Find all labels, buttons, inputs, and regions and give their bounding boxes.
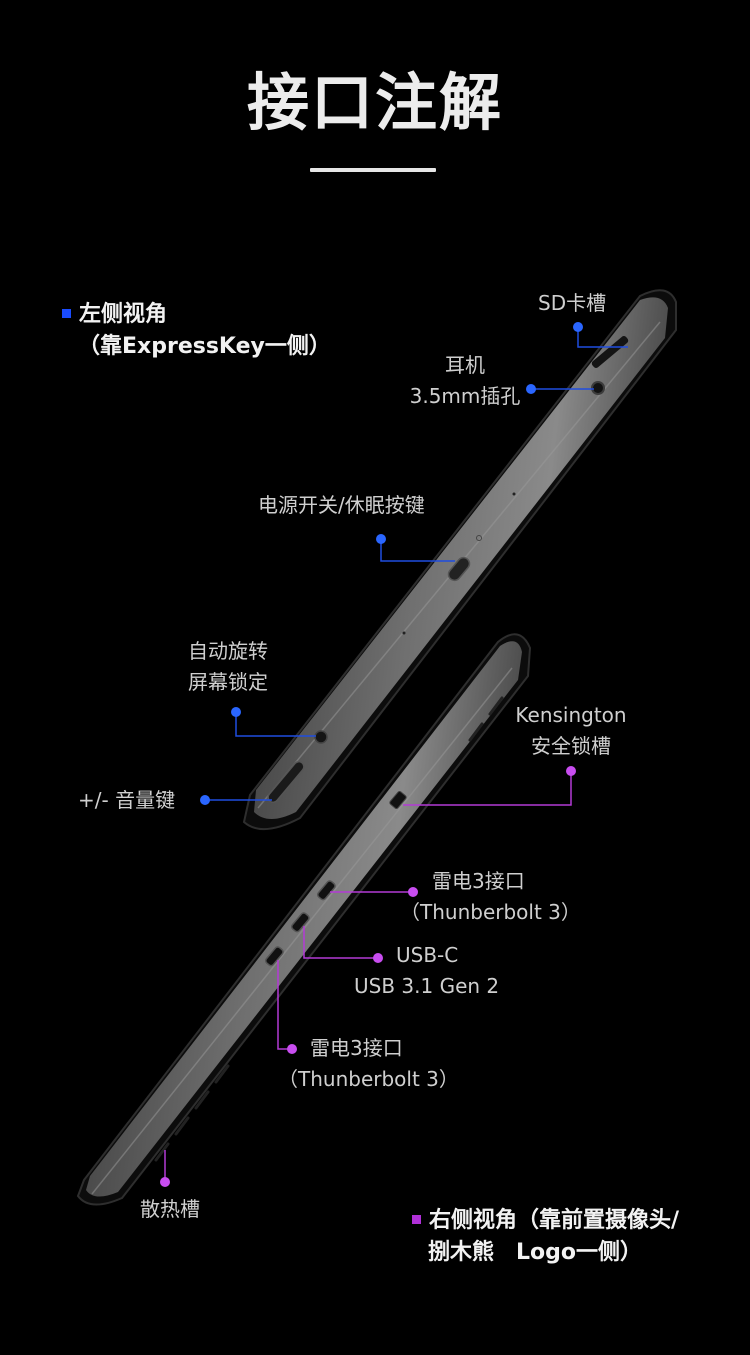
- purple-square-icon: [412, 1214, 421, 1224]
- title-divider: [310, 168, 436, 172]
- callout-vent: 散热槽: [140, 1197, 200, 1221]
- left-view-sublabel: （靠ExpressKey一侧）: [78, 334, 331, 359]
- left-view-label: 左侧视角 （靠ExpressKey一侧）: [62, 299, 331, 363]
- callout-sd-slot: SD卡槽: [538, 291, 607, 315]
- kensington-slot-hw: [389, 790, 407, 810]
- usb-c-port-hw: [290, 912, 310, 933]
- tablet-left-side-view: [242, 289, 677, 830]
- headphone-jack-port: [591, 381, 605, 395]
- tablet-right-side-view: [76, 633, 532, 1206]
- callout-rotation-lock: 自动旋转 屏幕锁定: [188, 639, 268, 694]
- volume-rocker-hw: [267, 760, 305, 804]
- callout-thunderbolt-bottom: 雷电3接口 （Thunberbolt 3）: [278, 1036, 459, 1091]
- rotation-lock-hw: [314, 730, 328, 744]
- sd-slot-port: [591, 336, 629, 368]
- callout-power-button: 电源开关/休眠按键: [258, 493, 425, 517]
- leader-kensington: [403, 771, 572, 806]
- callout-usb-c: USB-C USB 3.1 Gen 2: [354, 943, 500, 998]
- power-button-hw: [447, 556, 471, 582]
- leader-power: [380, 539, 455, 562]
- leader-sd: [577, 327, 628, 348]
- thunderbolt-port-top-hw: [316, 880, 336, 901]
- callout-thunderbolt-top: 雷电3接口 （Thunberbolt 3）: [400, 869, 581, 924]
- blue-square-icon: [62, 308, 71, 318]
- callout-kensington: Kensington 安全锁槽: [515, 703, 627, 758]
- page-title: 接口注解: [246, 66, 503, 139]
- callout-volume: +/- 音量键: [78, 788, 176, 812]
- right-view-sublabel: 捌木熊 Logo一侧）: [428, 1240, 642, 1265]
- right-view-label: 右侧视角（靠前置摄像头/ 捌木熊 Logo一侧）: [412, 1205, 679, 1269]
- callout-headphone: 耳机 3.5mm插孔: [409, 353, 521, 408]
- leader-usb-c: [303, 926, 378, 959]
- leader-rotation: [235, 712, 316, 737]
- thunderbolt-port-bottom-hw: [264, 946, 284, 967]
